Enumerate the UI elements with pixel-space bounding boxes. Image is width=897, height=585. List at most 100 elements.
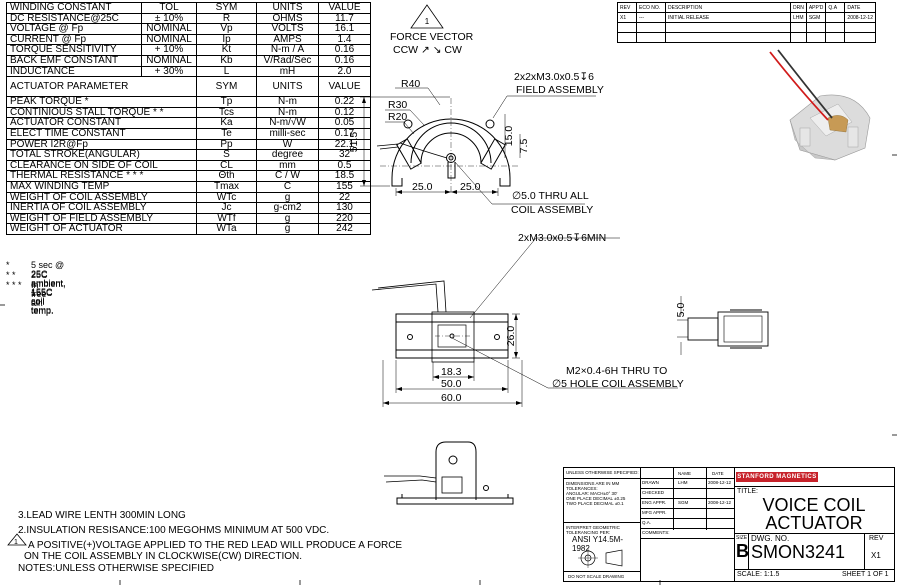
end-view (677, 296, 769, 355)
dim-r30: R30 (388, 99, 407, 111)
dim-25-0-right: 25.0 (460, 181, 481, 193)
note-flag-number: 1 (14, 539, 18, 546)
dim-25-0-left: 25.0 (412, 181, 433, 193)
flag-number: 1 (425, 17, 430, 26)
note-insulation: 2.INSULATION RESISANCE:100 MEGOHMS MINIM… (18, 525, 330, 536)
rev-label: REV (869, 535, 884, 542)
dim-51-5: 51.5 (348, 132, 360, 153)
footnote-mark: * * * (6, 280, 22, 290)
company-logo: STANFORD MAGNETICS (736, 472, 818, 482)
approval-role: COMMENTS: (642, 530, 670, 535)
approval-name: LHM (678, 480, 688, 485)
rev-value: X1 (871, 551, 881, 560)
black-lead-wire (777, 49, 833, 119)
top-view-labels: R40 R30 R20 51.5 15.0 7.5 25.0 25.0 2x2x… (348, 71, 604, 216)
ansi-standard: ANSI Y14.5M-1982 (572, 535, 623, 553)
title-area: STANFORD MAGNETICS TITLE: VOICE COIL ACT… (734, 468, 894, 581)
tolerance-line: ANGULAR: MACH±0° 30' (566, 491, 618, 496)
actuator-isometric-image (769, 49, 871, 161)
dim-15-0: 15.0 (503, 126, 515, 147)
side-view (371, 237, 678, 407)
third-angle-projection-icon (578, 548, 623, 568)
actuator-header-value: VALUE (318, 76, 371, 98)
note-flag-triangle (7, 533, 27, 546)
force-vector-symbol: 1 FORCE VECTOR CCW ↗ ↘ CW (390, 4, 474, 56)
dim-r40: R40 (401, 78, 420, 90)
approval-role: DRAWN (642, 480, 659, 485)
do-not-scale: DO NOT SCALE DRAWING (568, 574, 625, 579)
note-flag-triangle (410, 4, 444, 29)
drawing-title-line2: ACTUATOR (765, 513, 863, 533)
spec-cell-value: 11.7 (318, 12, 371, 25)
notes-header: NOTES:UNLESS OTHERWISE SPECIFIED (18, 563, 214, 574)
tolerance-line: TOLERANCES: (566, 486, 598, 491)
actuator-header-param: ACTUATOR PARAMETER (6, 76, 197, 98)
note-lead-wire: 3.LEAD WIRE LENTH 300MIN LONG (18, 510, 186, 521)
coil-note-hole: ∅5.0 THRU ALL (512, 190, 589, 202)
field-note-assembly: FIELD ASSEMBLY (516, 84, 604, 96)
dwg-no-label: DWG. NO. (751, 534, 790, 543)
unless-specified: UNLESS OTHERWISE SPECIFIED: (566, 470, 639, 475)
bottom-view (384, 441, 514, 505)
footnotes: * 5 sec @ 25C ambient, 155C coil temp. * … (6, 260, 66, 316)
dim-5-0: 5.0 (675, 303, 687, 318)
red-lead-wire (769, 51, 829, 121)
size-label: SIZE (736, 535, 748, 541)
tolerance-line: ONE PLACE DECIMAL ±0.25 (566, 496, 626, 501)
footnote-text: 25C ambient, 155C coil temp. (31, 270, 66, 316)
thru-note-thread: M2×0.4-6H THRU TO (566, 365, 667, 377)
dim-50-0: 50.0 (441, 378, 462, 390)
tolerance-notes: DIMENSIONS ARE IN MM TOLERANCES: ANGULAR… (566, 481, 625, 506)
top-view (360, 87, 596, 205)
dim-r20: R20 (388, 111, 407, 123)
approval-role: ENG APPR. (642, 500, 667, 505)
approval-role: MFG APPR. (642, 510, 667, 515)
drawing-title-line1: VOICE COIL (762, 495, 866, 515)
footnote-text: 5 sec @ 25C ambient, 155C coil temp. (31, 260, 66, 315)
sheet-number: SHEET 1 OF 1 (842, 571, 889, 578)
approval-date: 2008-12-12 (708, 500, 732, 505)
thru-note-hole: ∅5 HOLE COIL ASSEMBLY (552, 378, 684, 390)
note-voltage-1: A POSITIVE(+)VOLTAGE APPLIED TO THE RED … (28, 540, 403, 551)
tolerance-line: TWO PLACE DECIMAL ±0.1 (566, 501, 624, 506)
title-block: UNLESS OTHERWISE SPECIFIED: DIMENSIONS A… (563, 467, 895, 582)
interpret-geometric: INTERPRET GEOMETRIC (566, 525, 620, 530)
tolerancing-per: TOLERANCING PER: (566, 530, 611, 535)
approval-name: SGM (678, 500, 689, 505)
drawing-number: SMON3241 (751, 542, 846, 562)
side-note-thread: 2xM3.0x0.5↧6MIN (518, 232, 606, 244)
dim-60-0: 60.0 (441, 392, 462, 404)
field-outer-arc (391, 118, 511, 179)
coil-note-assembly: COIL ASSEMBLY (511, 204, 593, 216)
dim-18-3: 18.3 (441, 366, 462, 378)
actuator-cell-value: 242 (318, 223, 371, 235)
approval-date: 2008-12-12 (708, 480, 732, 485)
col-name: NAME (678, 471, 692, 476)
side-view-labels: 2xM3.0x0.5↧6MIN 26.0 18.3 50.0 60.0 M2×0… (441, 232, 684, 404)
footnote-mark: * (6, 260, 10, 270)
field-note-thread: 2x2xM3.0x0.5↧6 (514, 71, 594, 83)
sheet-zone-ticks (0, 154, 897, 585)
size-value: B (736, 541, 749, 561)
force-vector-direction: CCW ↗ ↘ CW (393, 44, 462, 56)
dim-26-0: 26.0 (505, 326, 517, 347)
revision-table: REV ECO NO. DESCRIPTION DRN APP'D Q.A DA… (617, 2, 876, 43)
note-voltage-2: ON THE COIL ASSEMBLY IN CLOCKWISE(CW) DI… (24, 551, 303, 562)
footnote-mark: * * (6, 270, 16, 280)
footnote-text: In free air. (31, 280, 47, 308)
dim-7-5: 7.5 (518, 139, 530, 154)
scale-value: SCALE: 1:1.5 (737, 571, 780, 578)
approval-role: CHECKED (642, 490, 665, 495)
actuator-header-units: UNITS (256, 76, 319, 98)
title-label: TITLE: (737, 488, 759, 495)
